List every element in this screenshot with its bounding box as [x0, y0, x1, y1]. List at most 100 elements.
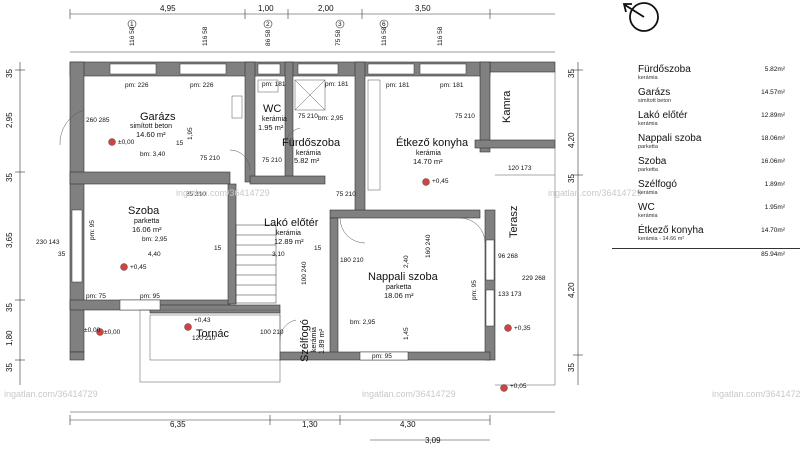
dim-right-5: 35 [567, 363, 576, 372]
dim-bottom-1: 6,35 [170, 420, 186, 429]
dim-left-3: 35 [5, 173, 14, 182]
ann-pm-szoba-left: pm: 95 [89, 220, 96, 240]
ann-door-garazs-2: 75 210 [200, 155, 220, 162]
room-name-lakoeloter: Lakó előtér [264, 217, 319, 229]
axis-marker-6: 6 [382, 21, 386, 28]
room-material-szelfogo: kerámia [311, 327, 318, 352]
window-label-2: 116 58 [202, 26, 209, 46]
window-label-6: 116 58 [437, 26, 444, 46]
ann-pm-wc: pm: 181 [262, 81, 286, 88]
dim-left-6: 1,80 [5, 330, 14, 346]
ann-bm-garazs: bm: 3,40 [140, 151, 166, 158]
dim-left-2: 2,95 [5, 112, 14, 128]
room-area-nappali: 18.06 m² [384, 291, 414, 300]
ann-door-lako: 100 240 [301, 261, 308, 285]
ann-15-b: 15 [214, 245, 222, 252]
ann-15-a: 15 [176, 140, 184, 147]
ann-pm-garazs-1: pm: 226 [125, 82, 149, 89]
dim-left-5: 35 [5, 303, 14, 312]
legend-row: Étkező konyha kerámia - 14.66 m² 14.70m² [612, 223, 800, 246]
room-material-szoba: parketta [134, 218, 159, 225]
ann-bm-szoba: bm: 2,95 [142, 236, 168, 243]
legend-row: WC kerámia 1.95m² [612, 200, 800, 223]
area-legend: Fürdőszoba kerámia 5.82m² Garázs simítot… [612, 62, 800, 258]
ann-door-tornac: 120 210 [192, 335, 216, 342]
ann-window-terasz-2: 229 268 [522, 275, 546, 282]
ann-opening-nappali: 160 240 [425, 234, 432, 258]
ann-window-terasz: 120 173 [508, 165, 532, 172]
window-label-5: 116 58 [381, 26, 388, 46]
ann-pm-szoba-2: pm: 95 [140, 293, 160, 300]
fixtures [231, 79, 381, 191]
dim-right-1: 35 [567, 69, 576, 78]
ann-145: 1,45 [403, 327, 410, 340]
windows [71, 63, 495, 361]
watermark-1: ingatlan.com/36414729 [176, 188, 270, 198]
window-label-1: 116 58 [129, 26, 136, 46]
ann-310: 3,10 [272, 251, 285, 258]
dim-left-7: 35 [5, 363, 14, 372]
level-markers [96, 138, 512, 392]
dim-top-1: 4,95 [160, 4, 176, 13]
legend-name: Lakó előtér [638, 110, 688, 121]
ann-window-nappali-1: 96 268 [498, 253, 518, 260]
ann-pm-garazs-2: pm: 226 [190, 82, 214, 89]
room-material-etkezo: kerámia [416, 150, 441, 157]
dim-left-4: 3,65 [5, 232, 14, 248]
legend-value: 12.89m² [761, 112, 785, 119]
ann-level-kert: +0,05 [510, 383, 527, 390]
ann-window-nappali-2: 133 173 [498, 291, 522, 298]
room-name-etkezo: Étkező konyha [396, 136, 469, 149]
ann-door-szoba: 85 210 [186, 191, 206, 198]
annotations: pm: 226 pm: 226 pm: 181 pm: 181 pm: 181 … [36, 81, 546, 390]
legend-value: 16.06m² [761, 158, 785, 165]
legend-value: 14.70m² [761, 227, 785, 234]
legend-row: Garázs simított beton 14.57m² [612, 85, 800, 108]
room-name-garazs: Garázs [140, 111, 176, 123]
window-labels-top: 116 58 116 58 86 58 75 58 116 58 116 58 [129, 26, 444, 46]
ann-15-c: 15 [314, 245, 322, 252]
room-area-garazs: 14.60 m² [136, 130, 166, 139]
legend-material: kerámia [638, 213, 658, 219]
ann-level-tornac: +0,43 [194, 317, 211, 324]
legend-total: 85.94m² [612, 248, 800, 258]
legend-value: 14.57m² [761, 89, 785, 96]
ann-pm-furdo: pm: 181 [325, 81, 349, 88]
legend-material: kerámia - 14.66 m² [638, 236, 685, 242]
dimension-lines-bottom [69, 411, 555, 441]
ann-35-left: 35 [58, 251, 66, 258]
ann-level-zero: ±0,00 [84, 327, 101, 334]
legend-value: 1.89m² [764, 181, 785, 188]
room-material-nappali: parketta [386, 284, 411, 291]
legend-material: kerámia [638, 75, 658, 81]
porch-outline [139, 72, 556, 386]
dim-bottom-3: 4,30 [400, 420, 416, 429]
ann-door-furdo: 75 210 [262, 157, 282, 164]
ann-level-bejarat: ±0,00 [104, 329, 121, 336]
legend-row: Fürdőszoba kerámia 5.82m² [612, 62, 800, 85]
dim-bottom-4: 3,09 [425, 436, 441, 445]
legend-value: 5.82m² [764, 66, 785, 73]
dim-right-2: 4,20 [567, 132, 576, 148]
room-material-garazs: simított beton [130, 123, 172, 130]
window-label-4: 75 58 [335, 29, 342, 46]
axis-marker-1: 1 [130, 21, 134, 28]
room-name-terasz: Terasz [508, 206, 520, 238]
ann-440: 4,40 [148, 251, 161, 258]
legend-material: simított beton [638, 98, 672, 104]
legend-value: 18.06m² [761, 135, 785, 142]
legend-name: Étkező konyha [638, 225, 704, 236]
watermark-2: ingatlan.com/36414729 [548, 188, 642, 198]
room-area-lakoeloter: 12.89 m² [274, 237, 304, 246]
ann-bm-nappali: bm: 2,95 [350, 319, 376, 326]
ann-pm-szoba-1: pm: 75 [86, 293, 106, 300]
ann-pm-etkezo-1: pm: 181 [386, 82, 410, 89]
dim-bottom-2: 1,30 [302, 420, 318, 429]
legend-row: Nappali szoba parketta 18.06m² [612, 131, 800, 154]
room-area-szelfogo: 1.89 m² [317, 328, 326, 354]
legend-name: Szélfogó [638, 179, 677, 190]
dimension-lines-top [69, 9, 555, 53]
window-label-3: 86 58 [265, 29, 272, 46]
dim-right-4: 4,20 [567, 282, 576, 298]
